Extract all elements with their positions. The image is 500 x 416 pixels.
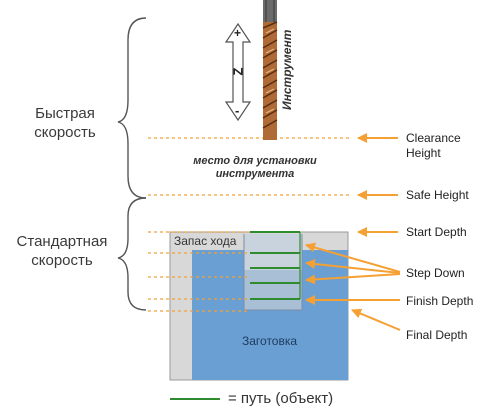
legend-text: = путь (объект) <box>228 390 334 407</box>
z-axis-label: Z <box>230 67 246 76</box>
step-down-label: Step Down <box>406 266 465 280</box>
margin-label: Запас хода <box>174 234 237 248</box>
rapid-speed-label: Быстрая скорость <box>34 105 96 141</box>
tool-path-lines <box>250 231 301 300</box>
brace-standard <box>117 197 147 311</box>
start-depth-label: Start Depth <box>406 225 467 239</box>
safe-height-label: Safe Height <box>406 188 469 202</box>
braces <box>117 17 147 311</box>
tool-label: Инструмент <box>280 29 294 110</box>
standard-speed-label: Стандартная скорость <box>16 233 108 269</box>
tool-shank <box>263 0 277 22</box>
z-axis-arrow <box>224 22 252 122</box>
clearance-height-label: Clearance Height <box>406 131 461 160</box>
height-guides <box>148 137 350 312</box>
tool <box>262 0 278 140</box>
arrow-step-2 <box>305 258 401 274</box>
arrow-step-1 <box>305 242 401 273</box>
z-minus-label: - <box>235 103 240 118</box>
finish-depth-label: Finish Depth <box>406 294 474 308</box>
tool-setup-note: место для установки инструмента <box>193 155 317 180</box>
workpiece-label: Заготовка <box>242 334 298 348</box>
stock-block <box>169 231 349 381</box>
pocket-lower <box>244 270 302 310</box>
brace-rapid <box>117 17 147 199</box>
pocket-outline <box>243 234 303 311</box>
final-depth-label: Final Depth <box>406 328 468 342</box>
label-arrows <box>305 133 401 331</box>
arrow-step-3 <box>305 273 401 285</box>
z-plus-label: + <box>234 26 242 40</box>
arrow-final <box>351 308 401 331</box>
